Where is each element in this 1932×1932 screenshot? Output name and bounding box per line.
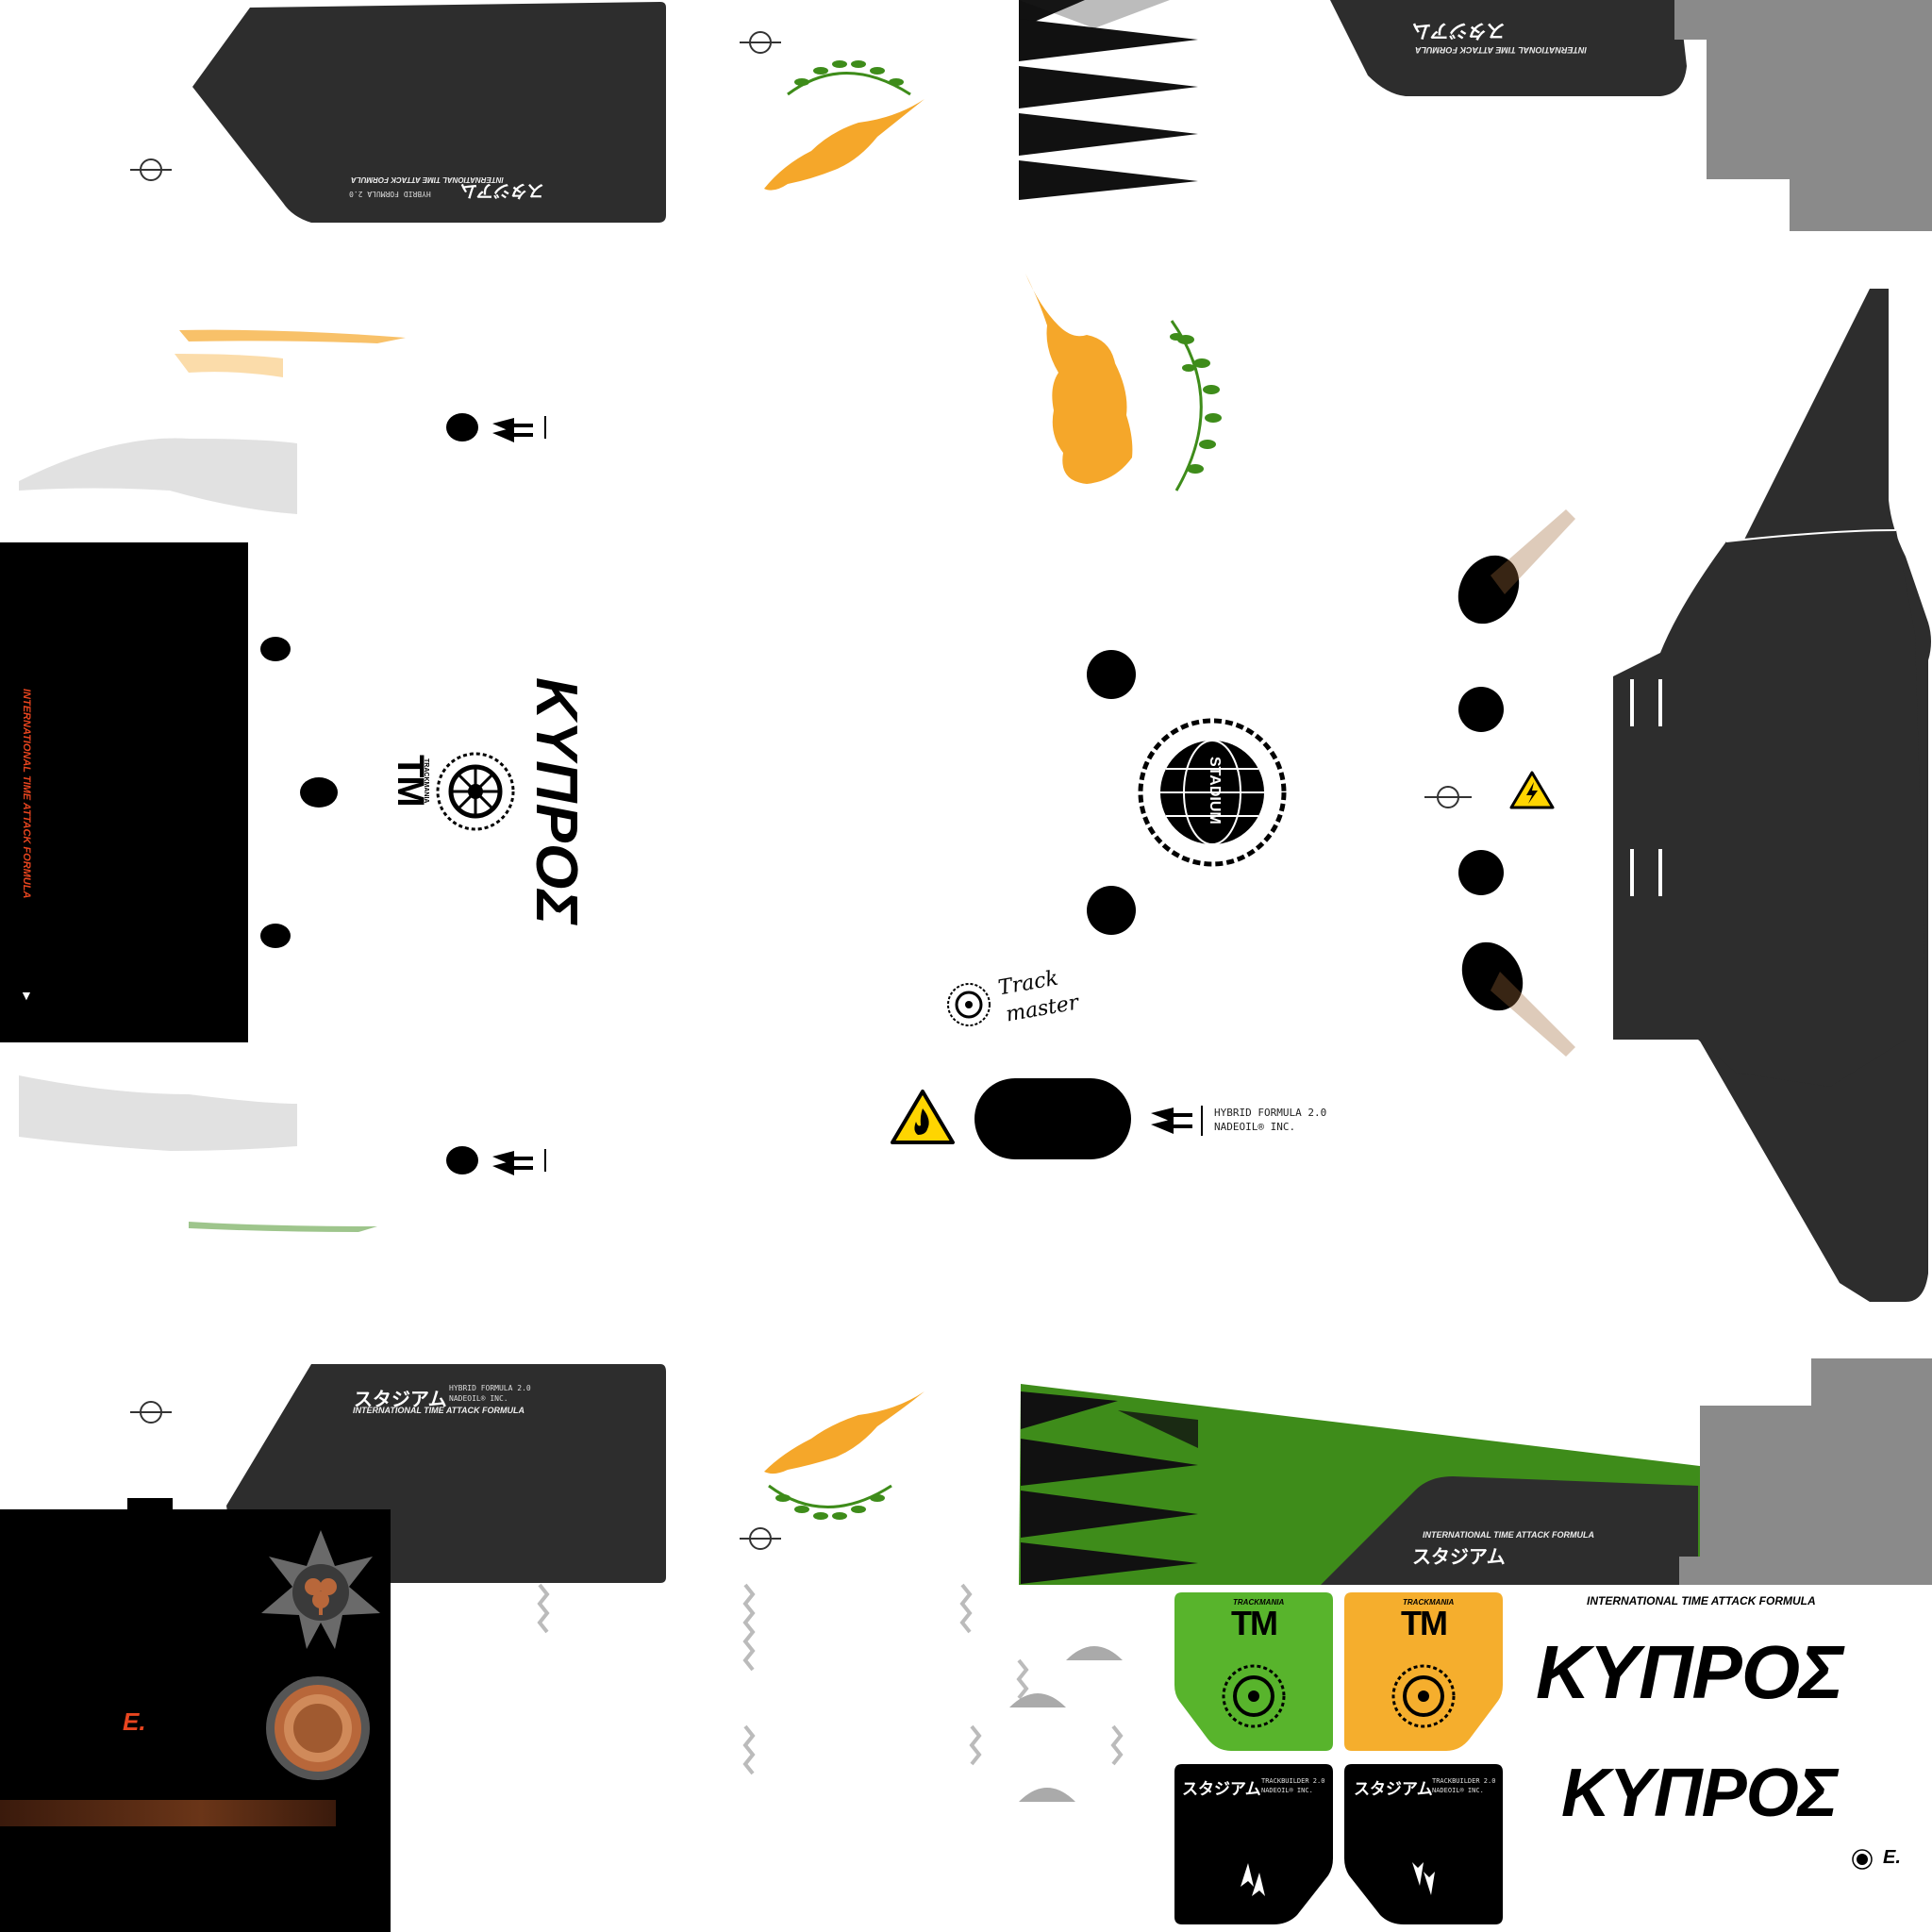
black-right-trackbuilder-label: TRACKBUILDER 2.0 xyxy=(1432,1777,1496,1785)
black-stadium-panel-right xyxy=(1344,1764,1503,1924)
olive-branch-icon xyxy=(787,60,911,96)
copper-strip xyxy=(0,1800,336,1826)
bottom-right-grey-block xyxy=(1679,1358,1932,1585)
bottom-left-itaf-label: INTERNATIONAL TIME ATTACK FORMULA xyxy=(353,1406,525,1415)
crosshair-icon xyxy=(740,1527,781,1550)
olive-branch-icon xyxy=(1170,320,1222,491)
green-panel-itaf-label: INTERNATIONAL TIME ATTACK FORMULA xyxy=(1423,1530,1594,1540)
black-left-trackbuilder-label: TRACKBUILDER 2.0 xyxy=(1261,1777,1325,1785)
wheel-laurel-icon xyxy=(436,752,515,831)
copper-dial xyxy=(266,1676,370,1780)
bottom-left-nadeoil-label: NADEOIL® INC. xyxy=(449,1394,508,1403)
top-right-carbon-panel xyxy=(1330,0,1687,96)
high-voltage-warning-icon xyxy=(1509,771,1555,809)
nose-hybrid-label: HYBRID FORMULA 2.0 xyxy=(1214,1107,1327,1119)
olive-branch-icon xyxy=(768,1484,892,1520)
wheel-laurel-icon xyxy=(947,983,991,1026)
orange-tm-logo: TM xyxy=(1401,1604,1448,1642)
left-black-panel xyxy=(0,542,248,1042)
top-shark-teeth-block xyxy=(1019,0,1208,203)
green-tm-panel xyxy=(1174,1592,1333,1751)
nose-dots xyxy=(1087,650,1136,935)
e-logo-black: E. xyxy=(1883,1847,1901,1868)
cyprus-map-icon xyxy=(764,99,924,191)
side-dots xyxy=(260,637,338,948)
black-right-kana-logo: スタジアム xyxy=(1354,1780,1433,1798)
flammable-warning-icon xyxy=(891,1090,955,1144)
black-left-nadeoil-label: NADEOIL® INC. xyxy=(1261,1787,1313,1794)
black-left-kana-logo: スタジアム xyxy=(1182,1780,1261,1798)
crosshair-icon xyxy=(130,158,172,181)
green-trackmania-label: TRACKMANIA xyxy=(1233,1598,1285,1607)
cyprus-map-icon xyxy=(764,1391,924,1474)
kypros-wordmark-large: ΚΥΠΡΟΣ xyxy=(1536,1630,1843,1714)
orange-tm-panel xyxy=(1344,1592,1503,1751)
rear-wing-carbon xyxy=(1613,289,1931,1302)
nose-nadeoil-label: NADEOIL® INC. xyxy=(1214,1121,1296,1133)
spring-decals xyxy=(537,1583,1124,1802)
top-right-grey-block xyxy=(1674,0,1932,231)
bottom-left-kana-logo: スタジアム xyxy=(354,1390,447,1410)
green-shark-panel xyxy=(1019,1384,1707,1585)
tow-hook-arrow-icon xyxy=(1151,1106,1203,1136)
crosshair-icon xyxy=(740,31,781,54)
bottom-left-hybrid-label: HYBRID FORMULA 2.0 xyxy=(449,1384,531,1392)
e-logo-red: E. xyxy=(123,1707,146,1736)
green-panel-kana-logo: スタジアム xyxy=(1412,1547,1506,1568)
black-right-nadeoil-label: NADEOIL® INC. xyxy=(1432,1787,1484,1794)
fuel-cap-oval xyxy=(974,1078,1131,1159)
cyprus-map-icon xyxy=(1025,274,1133,484)
tow-hook-arrow-icon xyxy=(446,413,546,442)
arrow-down-icon: ▼ xyxy=(20,988,33,1003)
left-lower-smear xyxy=(19,1075,377,1232)
scorch-marks xyxy=(1457,509,1575,1057)
globe-laurel-icon xyxy=(1138,718,1287,867)
orange-trackmania-label: TRACKMANIA xyxy=(1403,1598,1455,1607)
crosshair-icon xyxy=(1424,786,1472,808)
bottom-itaf-label: INTERNATIONAL TIME ATTACK FORMULA xyxy=(1587,1594,1816,1607)
globe-laurel-icon xyxy=(1852,1849,1873,1870)
crosshair-icon xyxy=(130,1401,172,1424)
black-stadium-panel-left xyxy=(1174,1764,1333,1924)
bottom-left-black-tab xyxy=(127,1498,173,1511)
tow-hook-arrow-icon xyxy=(446,1146,546,1175)
shamrock-icon xyxy=(261,1530,380,1649)
kypros-wordmark-small: ΚΥΠΡΟΣ xyxy=(1561,1756,1838,1831)
left-flag-smear xyxy=(19,329,406,514)
green-tm-logo: TM xyxy=(1231,1604,1278,1642)
